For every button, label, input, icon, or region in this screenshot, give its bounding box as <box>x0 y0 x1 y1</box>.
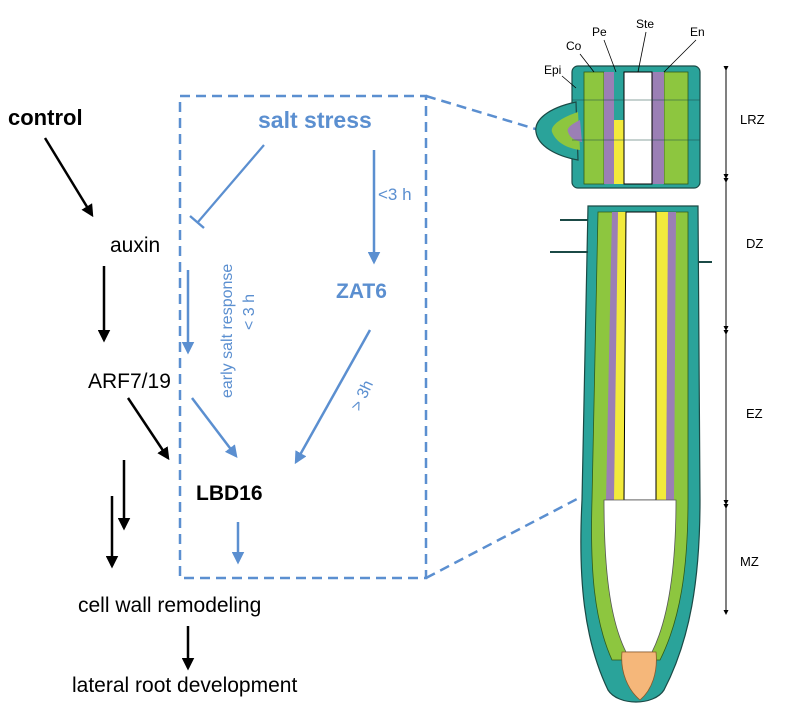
zat6-label: ZAT6 <box>336 280 387 303</box>
pointer-en <box>663 39 697 73</box>
auxin-label: auxin <box>110 234 160 257</box>
early-time-label: < 3 h <box>241 294 258 330</box>
lt3h-label: <3 h <box>378 185 412 204</box>
arrow-arf-to-lbd16 <box>126 397 170 461</box>
control-label: control <box>8 105 83 130</box>
lbd16-label: LBD16 <box>196 482 263 505</box>
zone-label-lrz: LRZ <box>740 112 765 127</box>
root-illustration: Epi Co Pe Ste En LRZ DZ EZ MZ <box>535 17 765 703</box>
arf-label: ARF7/19 <box>88 370 171 393</box>
pointer-epi <box>561 75 577 89</box>
root-cap <box>621 651 657 701</box>
zone-label-ez: EZ <box>746 406 763 421</box>
pointer-ste <box>637 31 647 73</box>
stele-upper <box>623 71 653 185</box>
endodermis-upper-right <box>652 72 664 184</box>
gt3h-label: > 3h <box>348 378 377 414</box>
root-lower-segment <box>550 205 712 703</box>
salt-box-outline <box>178 94 428 580</box>
pointer-co <box>579 53 595 73</box>
pericycle-upper <box>614 120 624 184</box>
tissue-label-epi: Epi <box>544 63 561 77</box>
arrow-zat6-to-lbd16 <box>294 329 372 465</box>
early-response-label: early salt response <box>219 264 236 398</box>
salt-stress-box: salt stress <3 h ZAT6 early salt respons… <box>178 94 599 580</box>
salt-stress-label: salt stress <box>258 107 372 133</box>
lateral-root-label: lateral root development <box>72 674 297 697</box>
arrow-early-to-lbd16 <box>191 397 238 458</box>
tissue-label-ste: Ste <box>636 17 654 31</box>
stele-lower <box>623 211 657 501</box>
cortex-upper-right <box>663 71 689 185</box>
inhibition-bar <box>189 215 205 229</box>
tissue-label-co: Co <box>566 39 582 53</box>
cell-wall-label: cell wall remodeling <box>78 594 261 617</box>
zone-label-mz: MZ <box>740 554 759 569</box>
zone-label-dz: DZ <box>746 236 763 251</box>
zoom-line-top <box>425 94 573 142</box>
arrow-control-to-auxin <box>43 137 94 218</box>
zone-scale: LRZ DZ EZ MZ <box>723 66 765 615</box>
tissue-label-pe: Pe <box>592 25 607 39</box>
lateral-root-core <box>567 120 582 142</box>
root-upper-segment <box>535 65 701 189</box>
zoom-line-bottom <box>425 486 599 580</box>
salt-inhibits-early-line <box>197 144 265 223</box>
pointer-pe <box>603 39 617 73</box>
endodermis-upper-left <box>604 72 614 184</box>
tissue-label-en: En <box>690 25 705 39</box>
cortex-upper-left <box>583 71 605 185</box>
pathway-group: control auxin ARF7/19 LBD16 cell wall re… <box>8 105 297 697</box>
lateral-root-inner <box>551 112 580 150</box>
